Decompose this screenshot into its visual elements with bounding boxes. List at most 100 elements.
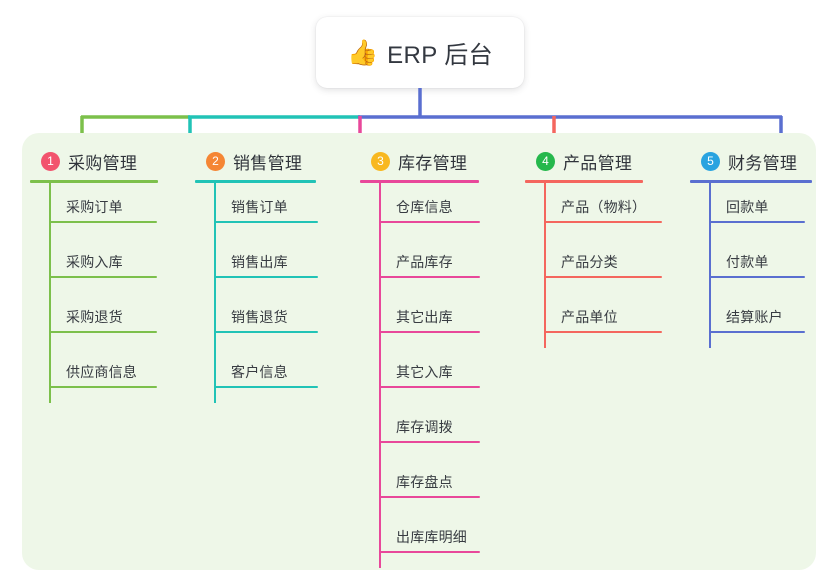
leaf-underline xyxy=(214,276,318,278)
branch-spine-5 xyxy=(709,183,711,348)
leaf-underline xyxy=(544,221,662,223)
leaf-label: 供应商信息 xyxy=(66,364,137,380)
leaf-underline xyxy=(544,276,662,278)
leaf-underline xyxy=(379,386,480,388)
leaf-item[interactable]: 销售出库 xyxy=(195,238,345,293)
leaf-label: 库存盘点 xyxy=(396,474,453,490)
branch-spine-4 xyxy=(544,183,546,348)
leaf-underline xyxy=(214,331,318,333)
leaf-underline xyxy=(379,551,480,553)
branch-items-4: 产品（物料） 产品分类产品单位 xyxy=(525,183,690,348)
branch-spine-1 xyxy=(49,183,51,403)
branch-header-4[interactable]: 4 产品管理 xyxy=(525,146,690,176)
leaf-label: 产品单位 xyxy=(561,309,618,325)
branch-title-1: 采购管理 xyxy=(68,153,138,173)
leaf-item[interactable]: 采购订单 xyxy=(30,183,180,238)
leaf-label: 产品库存 xyxy=(396,254,453,270)
leaf-label: 采购入库 xyxy=(66,254,123,270)
leaf-item[interactable]: 供应商信息 xyxy=(30,348,180,403)
leaf-item[interactable]: 仓库信息 xyxy=(360,183,515,238)
leaf-item[interactable]: 销售订单 xyxy=(195,183,345,238)
leaf-item[interactable]: 回款单 xyxy=(690,183,820,238)
leaf-label: 采购订单 xyxy=(66,199,123,215)
leaf-underline xyxy=(379,331,480,333)
leaf-item[interactable]: 客户信息 xyxy=(195,348,345,403)
branch-column-5: 5 财务管理 回款单付款单结算账户 xyxy=(690,146,820,348)
leaf-underline xyxy=(379,276,480,278)
leaf-item[interactable]: 出库库明细 xyxy=(360,513,515,568)
branch-badge-5: 5 xyxy=(701,151,720,171)
leaf-label: 客户信息 xyxy=(231,364,288,380)
leaf-item[interactable]: 产品（物料） xyxy=(525,183,690,238)
leaf-underline xyxy=(379,496,480,498)
leaf-label: 产品分类 xyxy=(561,254,618,270)
leaf-underline xyxy=(544,331,662,333)
leaf-underline xyxy=(214,221,318,223)
leaf-item[interactable]: 其它入库 xyxy=(360,348,515,403)
branch-header-3[interactable]: 3 库存管理 xyxy=(360,146,515,176)
branch-underline-2 xyxy=(195,180,316,183)
leaf-label: 付款单 xyxy=(726,254,769,270)
branch-underline-1 xyxy=(30,180,158,183)
leaf-underline xyxy=(379,441,480,443)
leaf-label: 其它出库 xyxy=(396,309,453,325)
leaf-underline xyxy=(49,386,157,388)
leaf-item[interactable]: 其它出库 xyxy=(360,293,515,348)
branch-items-3: 仓库信息产品库存其它出库其它入库库存调拨库存盘点出库库明细 xyxy=(360,183,515,568)
leaf-underline xyxy=(214,386,318,388)
leaf-item[interactable]: 结算账户 xyxy=(690,293,820,348)
leaf-item[interactable]: 销售退货 xyxy=(195,293,345,348)
branch-underline-5 xyxy=(690,180,812,183)
leaf-label: 仓库信息 xyxy=(396,199,453,215)
branch-header-5[interactable]: 5 财务管理 xyxy=(690,146,820,176)
branch-header-2[interactable]: 2 销售管理 xyxy=(195,146,345,176)
thumbs-up-icon: 👍 xyxy=(346,38,379,67)
branch-underline-4 xyxy=(525,180,643,183)
leaf-label: 回款单 xyxy=(726,199,769,215)
leaf-underline xyxy=(379,221,480,223)
branch-items-5: 回款单付款单结算账户 xyxy=(690,183,820,348)
root-node[interactable]: 👍 ERP 后台 xyxy=(316,17,524,88)
branch-title-3: 库存管理 xyxy=(398,153,468,173)
leaf-label: 产品（物料） xyxy=(561,199,647,215)
branch-spine-2 xyxy=(214,183,216,403)
branch-underline-3 xyxy=(360,180,479,183)
branch-items-1: 采购订单采购入库采购退货供应商信息 xyxy=(30,183,180,403)
root-title: ERP 后台 xyxy=(387,42,494,69)
branch-title-5: 财务管理 xyxy=(728,153,798,173)
leaf-item[interactable]: 产品库存 xyxy=(360,238,515,293)
leaf-item[interactable]: 产品分类 xyxy=(525,238,690,293)
leaf-underline xyxy=(49,221,157,223)
leaf-item[interactable]: 库存调拨 xyxy=(360,403,515,458)
leaf-underline xyxy=(709,331,805,333)
leaf-label: 库存调拨 xyxy=(396,419,453,435)
branch-spine-3 xyxy=(379,183,381,568)
leaf-label: 销售退货 xyxy=(231,309,288,325)
leaf-underline xyxy=(709,221,805,223)
branch-column-2: 2 销售管理 销售订单销售出库销售退货客户信息 xyxy=(195,146,345,403)
branch-title-2: 销售管理 xyxy=(233,153,303,173)
branch-badge-2: 2 xyxy=(206,151,225,171)
leaf-item[interactable]: 付款单 xyxy=(690,238,820,293)
branch-column-3: 3 库存管理 仓库信息产品库存其它出库其它入库库存调拨库存盘点出库库明细 xyxy=(360,146,515,568)
branch-badge-3: 3 xyxy=(371,151,390,171)
branch-column-1: 1 采购管理 采购订单采购入库采购退货供应商信息 xyxy=(30,146,180,403)
branch-header-1[interactable]: 1 采购管理 xyxy=(30,146,180,176)
leaf-item[interactable]: 采购入库 xyxy=(30,238,180,293)
leaf-label: 销售订单 xyxy=(231,199,288,215)
leaf-item[interactable]: 库存盘点 xyxy=(360,458,515,513)
leaf-underline xyxy=(709,276,805,278)
branch-badge-1: 1 xyxy=(41,151,60,171)
branch-column-4: 4 产品管理 产品（物料） 产品分类产品单位 xyxy=(525,146,690,348)
branch-badge-4: 4 xyxy=(536,151,555,171)
branch-title-4: 产品管理 xyxy=(563,153,633,173)
leaf-label: 出库库明细 xyxy=(396,529,467,545)
leaf-label: 采购退货 xyxy=(66,309,123,325)
leaf-item[interactable]: 产品单位 xyxy=(525,293,690,348)
leaf-item[interactable]: 采购退货 xyxy=(30,293,180,348)
leaf-label: 其它入库 xyxy=(396,364,453,380)
leaf-underline xyxy=(49,276,157,278)
leaf-underline xyxy=(49,331,157,333)
leaf-label: 结算账户 xyxy=(726,309,783,325)
branch-items-2: 销售订单销售出库销售退货客户信息 xyxy=(195,183,345,403)
